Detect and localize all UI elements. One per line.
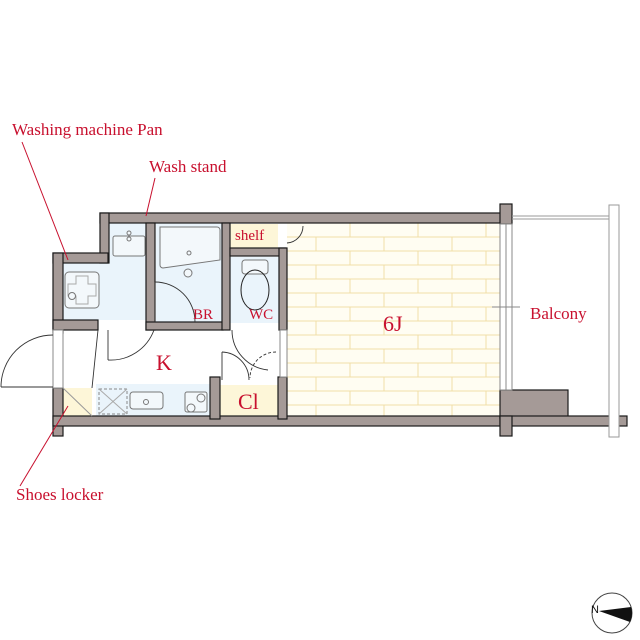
closet-area bbox=[218, 385, 278, 416]
toilet-icon bbox=[241, 259, 269, 275]
shelf-area bbox=[230, 224, 278, 248]
bathroom-label: BR bbox=[193, 307, 214, 323]
balcony-label: Balcony bbox=[530, 304, 587, 323]
washing-machine-pan-icon bbox=[64, 271, 100, 309]
wash-stand-label: Wash stand bbox=[149, 157, 227, 176]
walls bbox=[52, 203, 628, 437]
living-room-floor bbox=[287, 223, 500, 416]
fixtures bbox=[62, 226, 270, 417]
kitchen-label: K bbox=[156, 350, 172, 375]
wash-stand-icon bbox=[112, 235, 146, 257]
compass-north-label: N bbox=[591, 604, 599, 616]
living-room-label: 6J bbox=[383, 311, 403, 336]
windows bbox=[52, 223, 520, 391]
balcony-railing bbox=[512, 204, 620, 438]
toilet-label: WC bbox=[249, 307, 274, 323]
refrigerator-space-icon bbox=[98, 388, 128, 415]
callout-lines bbox=[19, 141, 156, 487]
shoes-locker-label: Shoes locker bbox=[16, 485, 104, 504]
washing-machine-pan-label: Washing machine Pan bbox=[12, 120, 163, 139]
bathtub-icon bbox=[159, 226, 221, 269]
shelf-label: shelf bbox=[235, 228, 265, 244]
compass-icon bbox=[591, 592, 633, 634]
doors bbox=[0, 225, 304, 389]
closet-label: Cl bbox=[238, 389, 259, 414]
